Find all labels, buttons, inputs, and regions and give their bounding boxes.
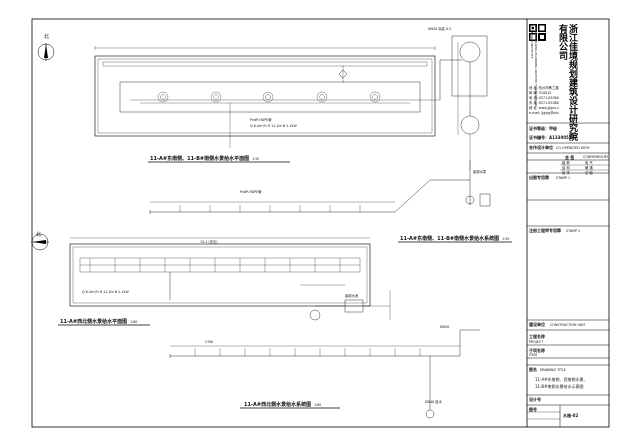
info-line-1: 邮 编: 310012 [529,91,552,95]
drawing-name-label: 图名 [529,367,537,372]
dim-a: 2700 [205,340,214,344]
discipline-1-a: 结 构 [562,166,570,170]
cleanout-note: DN40 给水 [425,400,442,404]
discipline-2-a: 给 排 [562,171,570,175]
project-en: PROJECT [529,340,544,344]
info-line-4: 网 址: www.jjjgzx.com [529,106,559,110]
item-label: 子项名称 [529,348,545,353]
discipline-0-a: 建 筑 [562,161,570,165]
stamp-en: STAMP 1 [556,176,571,180]
plan-1 [94,35,488,170]
company-logo [529,24,546,41]
drawing-title-en: DRAWING TITLE [540,368,566,372]
sheet-number: 水施-02 [563,413,579,418]
spec-note-2: Q 6.4m³/h H 11.2m N 1.1kW [82,290,129,294]
info-line-5: e-mail: jjgzjg@sina.com [529,111,559,115]
info-line-3: 传 真: 0571-85360756 [529,101,559,105]
project-label: 工程名称 [529,334,545,339]
valve-note: DN50 [440,325,450,329]
stamp-label: 出图专用章 [529,175,549,180]
construction-unit-label: 建设单位 [529,322,545,327]
discipline-1-b: 暖 通 [585,166,593,170]
construction-unit-en: CONSTRUCTION UNIT [550,323,586,327]
stamp2-en: STAMP 2 [566,229,581,233]
riser-note: DN50 标高 0.3 [428,27,452,31]
countersign-label: 会 签 [565,155,575,160]
cooperation-label: 合作设计单位 [529,145,553,150]
north-label-2: 北 [36,232,42,238]
item-en: ITEM [529,353,537,357]
discipline-2-b: 总 图 [585,171,593,175]
info-line-0: 地 址: 杭州市教工路88号立元大厦 B 楼 [529,86,559,90]
countersign-en: CONFIRMED BY [583,155,609,159]
pipe-note-2: PvdP-HDPE管 [240,190,262,194]
pump-note: 景观水泵 [473,170,487,174]
tank-note: 景观水池 [345,294,359,298]
pipe-note: PvdP-HDPE管 [250,118,272,122]
cooperation-en: CO-OPERATED WITH [556,146,590,150]
company-name: 浙江佳境规划建筑设计研究院有限公司 [557,24,577,141]
cert-number: 证书编号：A133005277 [529,135,578,140]
sheet-no-label: 图号 [529,407,537,412]
plan-2 [69,237,391,321]
cert-grade: 证书等级：甲级 [529,126,557,131]
spec-note: Q 6.4m³/h H 11.2m N 1.1kW [250,124,297,128]
title-block-grid [527,122,609,427]
dim-total: 74.1 (总长) [200,240,218,244]
sheet-border [31,18,610,428]
title-underlines [58,161,512,409]
stamp2-label: 注册工程师专用章 [529,228,561,233]
drawing-name-line-1: 11-B#南侧水景给水示意图 [535,384,584,389]
system-2 [169,329,480,419]
designer-label: 设计号 [529,397,541,402]
info-line-2: 电 话: 0571-85360755 [529,96,559,100]
company-subtitle: ZHEJIANG JIAJING PLANNING ARCHITECTURAL … [530,26,538,107]
north-label: 北 [44,34,50,40]
drawing-name-line-0: 11-A#东南侧、西南侧水景、 [535,377,588,382]
discipline-0-b: 电 气 [585,161,593,165]
north-arrow-1 [37,43,55,61]
north-arrow-2 [31,233,49,251]
system-1 [149,160,491,214]
